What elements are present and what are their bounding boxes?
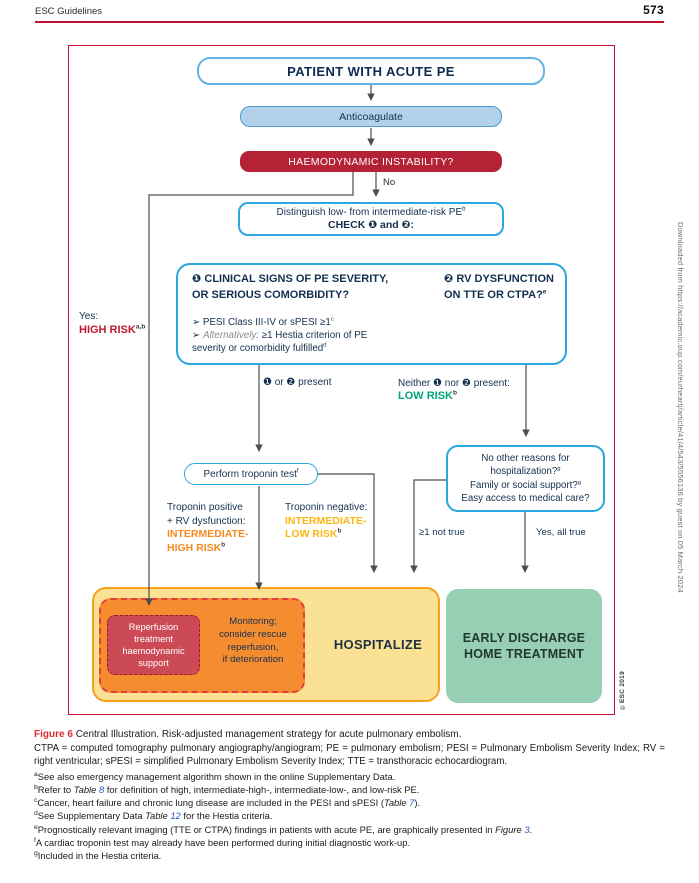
download-notice: Downloaded from https://academic.oup.com…: [676, 222, 685, 593]
figure-caption-block: Figure 6 Central Illustration. Risk-adju…: [34, 729, 665, 862]
low-risk-label: LOW RISKb: [398, 389, 458, 402]
early-discharge-node: EARLY DISCHARGE HOME TREATMENT: [446, 589, 602, 703]
table-7-link[interactable]: 7: [409, 797, 415, 809]
neither-present-label: Neither ❶ nor ❷ present: LOW RISKb: [398, 378, 510, 402]
table-12-link[interactable]: 12: [170, 810, 181, 822]
monitoring-label: Monitoring; consider rescue reperfusion,…: [219, 616, 287, 666]
high-risk-label: HIGH RISKa,b: [79, 323, 146, 336]
table-8-link[interactable]: 8: [98, 784, 105, 796]
page-number: 573: [643, 3, 664, 17]
footnote-e: ePrognostically relevant imaging (TTE or…: [34, 823, 533, 835]
troponin-negative-label: Troponin negative: INTERMEDIATE- LOW RIS…: [285, 502, 368, 540]
yes-branch-label: Yes:: [79, 311, 99, 322]
no-branch-label: No: [383, 177, 396, 188]
figure-3-link[interactable]: 3: [524, 823, 530, 835]
footnote-d: dSee Supplementary Data Table 12 for the…: [34, 810, 273, 822]
figure-frame: [68, 45, 615, 715]
troponin-positive-label: Troponin positive + RV dysfunction: INTE…: [167, 502, 249, 554]
footnote-g: gIncluded in the Hestia criteria.: [34, 849, 162, 862]
hospitalize-label: HOSPITALIZE: [333, 637, 423, 652]
footnote-c: cCancer, heart failure and chronic lung …: [34, 797, 421, 809]
pesi-bullets: ➢ PESI Class III-IV or sPESI ≥1c ➢ Alter…: [192, 316, 367, 356]
bullet-hestia: ➢ Alternatively: ≥1 Hestia criterion of …: [192, 330, 368, 342]
intermediate-low-risk-label: LOW RISKb: [285, 527, 342, 540]
distinguish-line2: CHECK ❶ and ❷:: [327, 219, 415, 231]
yes-all-true-label: Yes, all true: [536, 527, 586, 538]
footnote-a: aSee also emergency management algorithm…: [34, 770, 396, 782]
intermediate-high-risk-label: HIGH RISKb: [167, 541, 226, 554]
check-criteria-node: ❶ CLINICAL SIGNS OF PE SEVERITY, OR SERI…: [176, 263, 567, 365]
perform-troponin-test-node: Perform troponin testf: [184, 463, 318, 485]
figure-caption-text: Central Illustration. Risk-adjusted mana…: [75, 729, 462, 740]
header-rule: [35, 21, 664, 23]
footnote-f: fA cardiac troponin test may already hav…: [34, 836, 411, 848]
figure-caption: Figure 6 Central Illustration. Risk-adju…: [34, 729, 665, 740]
hospitalization-criteria-node: No other reasons for hospitalization?g F…: [446, 445, 605, 512]
esc-copyright: ©ESC 2019: [619, 671, 626, 711]
bullet-hestia-cont: severity or comorbidity fulfilledd: [192, 343, 327, 355]
figure-label: Figure 6: [34, 729, 73, 740]
bullet-pesi: ➢ PESI Class III-IV or sPESI ≥1c: [192, 316, 334, 328]
ge1-not-true-label: ≥1 not true: [419, 527, 465, 538]
footnote-b: bRefer to Table 8 for definition of high…: [34, 783, 420, 796]
patient-acute-pe-node: PATIENT WITH ACUTE PE: [197, 57, 545, 85]
haemodynamic-instability-node: HAEMODYNAMIC INSTABILITY?: [240, 151, 502, 172]
abbreviations: CTPA = computed tomography pulmonary ang…: [34, 743, 665, 768]
distinguish-risk-node: Distinguish low- from intermediate-risk …: [238, 202, 504, 236]
distinguish-line1: Distinguish low- from intermediate-risk …: [276, 206, 466, 218]
one-or-two-present-label: ❶ or ❷ present: [263, 377, 332, 388]
anticoagulate-node: Anticoagulate: [240, 106, 502, 127]
clinical-signs-question: ❶ CLINICAL SIGNS OF PE SEVERITY, OR SERI…: [192, 273, 389, 301]
running-header: ESC Guidelines: [35, 6, 103, 17]
reperfusion-treatment-node: Reperfusion treatment haemodynamic suppo…: [107, 615, 200, 675]
rv-dysfunction-question: ❷ RV DYSFUNCTION ON TTE OR CTPA?e: [444, 273, 554, 301]
